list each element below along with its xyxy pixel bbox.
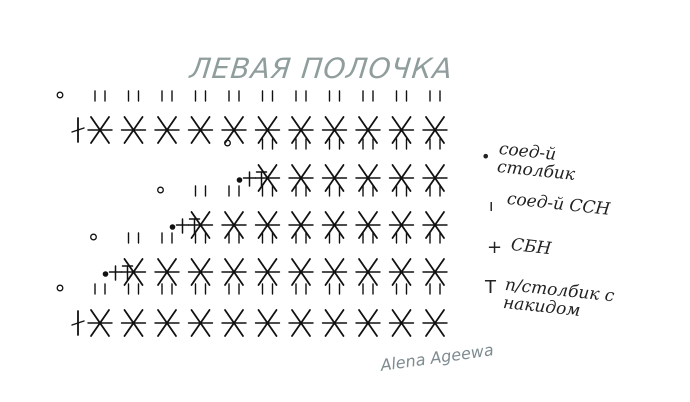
slip-stitch-mark xyxy=(56,91,64,99)
slip-stitch-mark xyxy=(157,186,164,194)
slip-stitch-icon: • xyxy=(481,147,491,166)
single-crochet-icon: + xyxy=(487,237,503,258)
chain-stitch-icon: ı xyxy=(489,196,494,215)
slip-stitch-mark xyxy=(224,139,231,147)
edge-stitch-mark xyxy=(71,320,85,326)
slip-stitch-dot xyxy=(169,224,176,230)
slip-stitch-mark xyxy=(56,284,64,292)
slip-stitch-dot xyxy=(236,177,243,183)
slip-stitch-dot xyxy=(102,271,109,277)
slip-stitch-mark xyxy=(90,233,97,241)
half-double-crochet-icon: T xyxy=(485,277,496,298)
edge-stitch-mark xyxy=(71,127,85,133)
